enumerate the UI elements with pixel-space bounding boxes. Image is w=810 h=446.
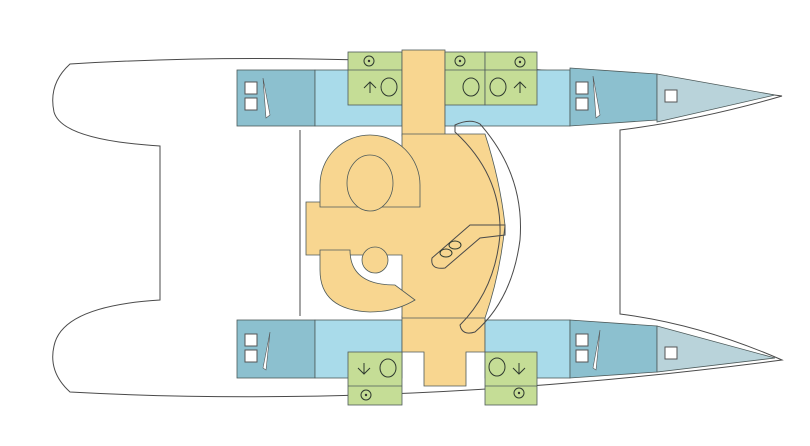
fwd-cabin-bottom [569, 319, 658, 379]
hatch-icon [664, 346, 678, 360]
bed-icon [244, 81, 258, 95]
bed-icon [244, 349, 258, 363]
bed-icon [575, 349, 589, 363]
hatch-icon [262, 77, 271, 119]
aft-cabin-bottom [236, 319, 316, 379]
toilet-icon [380, 77, 398, 97]
toilet-icon [489, 77, 507, 97]
table-upper [346, 154, 394, 212]
corridor-top [401, 49, 446, 137]
port-hull [236, 315, 776, 406]
toilet-icon [379, 358, 397, 378]
bed-icon [575, 81, 589, 95]
hatch-icon [592, 75, 601, 119]
head-bottom-fwd [484, 351, 538, 406]
saloon-floor [305, 133, 506, 319]
head-fittings [357, 55, 527, 401]
bed-icon [244, 97, 258, 111]
sink-icon [512, 363, 526, 375]
bed-icon [575, 333, 589, 347]
helm-seat-icon [439, 248, 453, 258]
helm-seat [431, 224, 506, 269]
shower-icon [363, 55, 375, 67]
head-top-fwd-1 [444, 51, 486, 106]
sink-icon [363, 81, 377, 93]
saloon [305, 120, 521, 334]
bed-icon [575, 97, 589, 111]
helm-seat-icon [448, 240, 462, 250]
fwd-cabin-top [569, 67, 658, 127]
sink-icon [513, 81, 527, 93]
hatch-icon [664, 89, 678, 103]
shower-icon [454, 55, 466, 67]
head-bottom-aft [347, 351, 403, 406]
dinette-lower [319, 249, 416, 313]
shower-icon [514, 56, 526, 68]
hatch-icon [592, 329, 601, 371]
shower-icon [360, 389, 372, 401]
toilet-icon [488, 357, 506, 377]
shower-icon [513, 387, 525, 399]
bed-icon [244, 333, 258, 347]
starboard-hull [236, 49, 776, 137]
head-top-aft [347, 51, 403, 106]
forepeak-top [656, 73, 776, 123]
windscreen-arc [454, 120, 521, 334]
hatch-icon [262, 331, 271, 371]
forepeak-bottom [656, 325, 776, 373]
head-top-fwd-2 [484, 51, 538, 106]
sink-icon [357, 363, 371, 375]
toilet-icon [462, 77, 480, 97]
cabin-fittings [244, 75, 678, 371]
corridor-bottom [401, 315, 486, 387]
table-lower [361, 246, 389, 274]
